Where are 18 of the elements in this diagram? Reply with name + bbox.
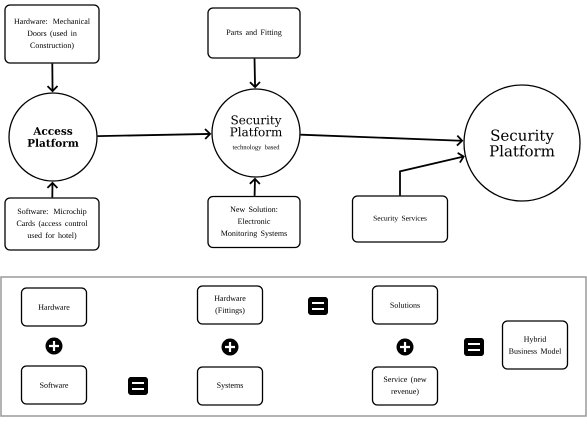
process-box: Parts and Fitting [207, 7, 301, 59]
arrow [249, 178, 260, 196]
process-box: New Solution: Electronic Monitoring Systems [207, 196, 301, 248]
process-box: Systems [196, 366, 264, 406]
process-box: Hybrid Business Model [502, 320, 568, 370]
arrow [98, 128, 212, 140]
arrow [249, 58, 261, 88]
process-box: Software: Microchip Cards (access control used for hotel) [4, 197, 100, 251]
arrow [300, 134, 464, 146]
arrow [399, 152, 465, 196]
arrow [46, 64, 58, 92]
process-box: Service (new revenue) [372, 366, 438, 406]
process-box: Hardware: Mechanical Doors (used in Construction) [4, 4, 100, 64]
process-box: Software [20, 365, 88, 405]
process-box: Hardware [20, 287, 88, 327]
arrow [46, 182, 58, 198]
process-box: Solutions [372, 285, 438, 325]
process-box: Hardware (Fittings) [196, 285, 264, 325]
